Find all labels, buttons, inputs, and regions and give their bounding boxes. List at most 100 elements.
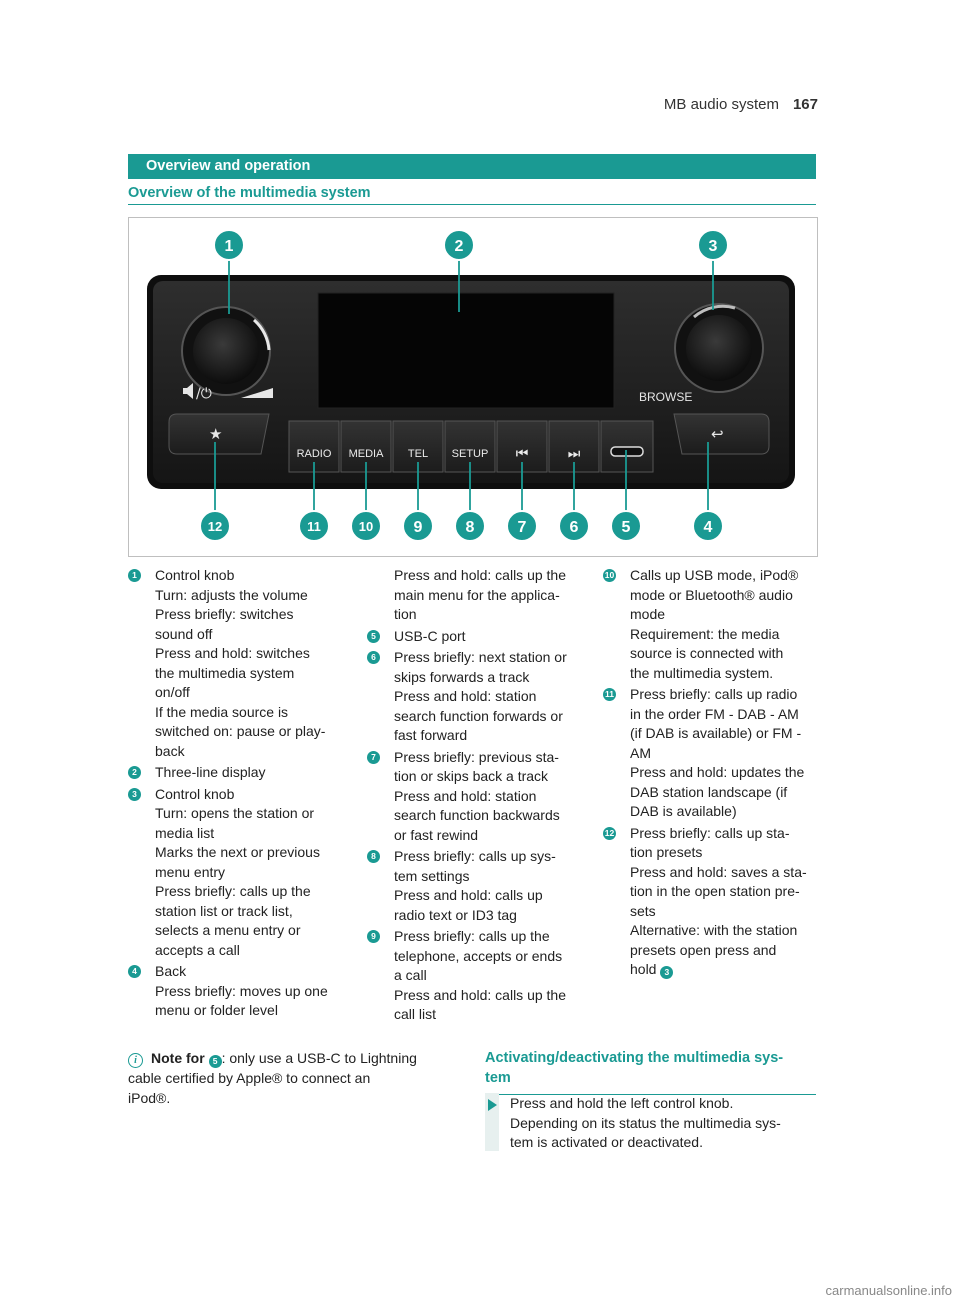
callout-8 [454, 510, 486, 542]
note-label: Note for [151, 1050, 205, 1066]
legend-line: Press briefly: calls up the [155, 883, 311, 899]
legend-line: or fast rewind [394, 826, 479, 843]
legend-line: menu or folder level [155, 1002, 278, 1018]
skip-back-icon: ⏮ [516, 446, 529, 462]
callout-5 [610, 510, 642, 542]
legend-column-3: 10 Calls up USB mode, iPod® mode or Blue… [603, 566, 818, 982]
page-number: 167 [792, 96, 818, 113]
usb-c-icon [610, 446, 644, 457]
legend-line: Press briefly: moves up one [155, 982, 328, 999]
callout-8-label: 8 [466, 519, 475, 536]
legend-line: presets open press and [630, 941, 777, 958]
legend-line: Press and hold: station [394, 688, 537, 704]
legend-line: Press briefly: next station or [394, 649, 567, 665]
legend-column-2: Press and hold: calls up the main menu f… [367, 566, 587, 1027]
legend-item-4: 4 Back Press briefly: moves up one menu … [128, 962, 348, 1021]
tel-label: TEL [408, 448, 428, 460]
device-figure: /⏻ BROWSE ★ ↩ RADIO MEDIA TEL SETUP ⏮ ⏭ [128, 217, 818, 557]
legend-line: Press briefly: switches [155, 606, 294, 622]
callout-2 [443, 229, 475, 261]
media-label: MEDIA [349, 448, 385, 460]
legend-line: Press and hold: calls up the [394, 567, 566, 583]
legend-line: Alternative: with the station [630, 922, 798, 938]
legend-line: search function forwards or [394, 707, 563, 724]
legend-line: selects a menu entry or [155, 922, 301, 938]
legend-line: DAB is available) [630, 803, 737, 819]
legend-line: Press briefly: calls up sys- [394, 848, 556, 864]
legend-line: switched on: pause or play- [155, 723, 326, 739]
legend-line: main menu for the applica- [394, 586, 560, 603]
legend-line: Marks the next or previous [155, 844, 320, 860]
legend-line: Control knob [155, 567, 235, 583]
step-line: tem is activated or deactivated. [510, 1134, 703, 1150]
favourites-button[interactable] [168, 413, 270, 455]
back-button[interactable] [673, 413, 770, 455]
back-arrow-icon: ↩ [711, 425, 724, 443]
callout-12 [199, 510, 231, 542]
legend-reference: 3 [660, 966, 674, 979]
note-text-2: cable certified by Apple® to connect an [128, 1070, 371, 1086]
legend-line: AM [630, 744, 651, 761]
legend-line: source is connected with [630, 645, 784, 661]
legend-number: 8 [367, 850, 380, 863]
legend-item-8: 8 Press briefly: calls up sys- tem setti… [367, 847, 587, 925]
legend-line: media list [155, 824, 215, 841]
legend-item-5: 5 USB-C port [367, 627, 587, 647]
legend-line: menu entry [155, 863, 226, 880]
legend-text: hold [630, 961, 657, 977]
browse-label: BROWSE [639, 390, 692, 404]
legend-line: radio text or ID3 tag [394, 906, 517, 923]
legend-line: USB-C port [394, 627, 466, 644]
legend-number: 9 [367, 930, 380, 943]
header-section: MB audio system [663, 96, 779, 113]
volume-power-icon: /⏻ [183, 383, 212, 402]
running-header: MB audio system 167 [664, 96, 818, 113]
callout-12-label: 12 [208, 519, 222, 534]
callout-11 [298, 510, 330, 542]
legend-number: 5 [367, 629, 380, 643]
callout-7-label: 7 [518, 519, 527, 536]
legend-number: 3 [128, 787, 141, 801]
legend-line: search function backwards [394, 807, 560, 823]
setup-label: SETUP [452, 448, 489, 460]
legend-item-10: 10 Calls up USB mode, iPod® mode or Blue… [603, 566, 818, 683]
legend-line: back [155, 742, 185, 759]
legend-number: 12 [603, 826, 616, 840]
legend-line: station list or track list, [155, 902, 293, 919]
legend-line: Three-line display [155, 764, 266, 780]
legend-line: tem settings [394, 867, 470, 884]
legend-item-7: 7 Press briefly: previous sta- tion or s… [367, 748, 587, 846]
legend-line: Press and hold: calls up [394, 887, 543, 903]
legend-line: Back [155, 963, 187, 979]
callout-11-label: 11 [307, 519, 321, 534]
legend-line: skips forwards a track [394, 668, 530, 685]
legend-item-11: 11 Press briefly: calls up radio in the … [603, 685, 818, 822]
callout-5-label: 5 [622, 519, 631, 536]
callout-6-label: 6 [570, 519, 579, 536]
legend-item-2: 2 Three-line display [128, 763, 348, 783]
legend-line: the multimedia system. [630, 664, 774, 681]
callout-9 [402, 510, 434, 542]
skip-forward-icon: ⏭ [568, 446, 581, 462]
legend-line: Press and hold: calls up the [394, 986, 566, 1003]
audio-unit-illustration: /⏻ BROWSE ★ ↩ RADIO MEDIA TEL SETUP ⏮ ⏭ [147, 229, 795, 542]
step-arrow-icon [488, 1099, 497, 1111]
legend-number: 10 [603, 569, 616, 582]
radio-label: RADIO [297, 448, 332, 460]
legend-line: Press and hold: switches [155, 645, 310, 661]
legend-line: DAB station landscape (if [630, 783, 788, 800]
legend-line: Calls up USB mode, iPod® [630, 567, 799, 583]
legend-line: in the order FM - DAB - AM [630, 705, 799, 722]
legend-line: sets [630, 902, 656, 919]
step-line: Press and hold the left control knob. [510, 1095, 734, 1111]
callout-2-label: 2 [455, 238, 464, 255]
legend-line: Control knob [155, 785, 235, 802]
legend-line: Press and hold: updates the [630, 764, 805, 780]
activating-heading-line: tem [485, 1070, 511, 1086]
legend-line: If the media source is [155, 703, 289, 720]
legend-line: accepts a call [155, 941, 240, 958]
legend-line: Press briefly: calls up sta- [630, 824, 790, 841]
legend-number: 7 [367, 750, 380, 764]
display [317, 292, 615, 409]
legend-line: sound off [155, 625, 213, 642]
